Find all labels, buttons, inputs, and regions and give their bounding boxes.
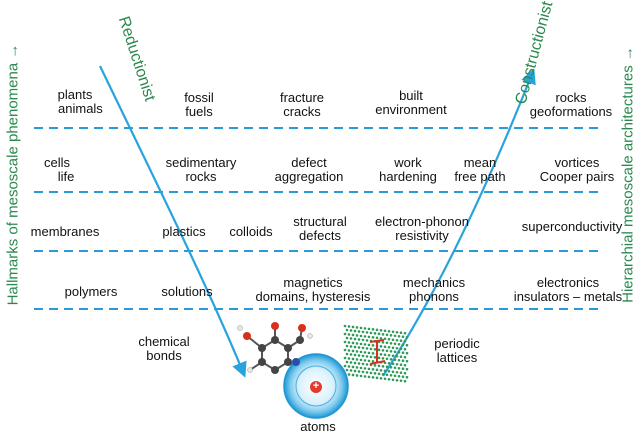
label-plastics: plastics	[162, 224, 206, 239]
label-fracture-cracks: fracture cracks	[279, 90, 325, 119]
reductionist-arrow	[99, 65, 247, 378]
nucleus-icon	[310, 381, 322, 393]
label-electronics-insulators-metals: electronics insulators – metals	[513, 275, 623, 304]
label-membranes: membranes	[30, 224, 100, 239]
label-mechanics-phonons: mechanics phonons	[402, 275, 466, 304]
label-magnetics-domains: magnetics domains, hysteresis	[255, 275, 371, 304]
label-fossil-fuels: fossil fuels	[184, 90, 214, 119]
label-polymers: polymers	[64, 284, 118, 299]
label-cells-life: cells life	[43, 155, 75, 184]
label-work-hardening: work hardening	[379, 155, 437, 184]
label-sedimentary-rocks: sedimentary rocks	[165, 155, 237, 184]
electron-icon	[292, 358, 300, 366]
label-plants-animals: plants animals	[57, 87, 103, 116]
label-electron-phonon-resistivity: electron-phonon resistivity	[375, 214, 469, 243]
nucleus-sign: +	[312, 380, 320, 392]
label-rocks-geoformations: rocks geoformations	[529, 90, 613, 119]
label-periodic-lattices: periodic lattices	[434, 336, 480, 365]
label-defect-aggregation: defect aggregation	[274, 155, 344, 184]
lattice-icon	[343, 324, 409, 383]
label-chemical-bonds: chemical bonds	[138, 334, 190, 363]
label-mean-free-path: mean free path	[454, 155, 506, 184]
label-vortices-cooper-pairs: vortices Cooper pairs	[539, 155, 615, 184]
atom-icon	[283, 353, 349, 419]
label-atoms: atoms	[300, 419, 336, 434]
label-colloids: colloids	[229, 224, 273, 239]
label-structural-defects: structural defects	[293, 214, 347, 243]
left-side-label: Hallmarks of mesoscale phenomena →	[4, 43, 22, 306]
label-superconductivity: superconductivity	[521, 219, 623, 234]
label-solutions: solutions	[161, 284, 213, 299]
label-built-environment: built environment	[375, 88, 447, 117]
